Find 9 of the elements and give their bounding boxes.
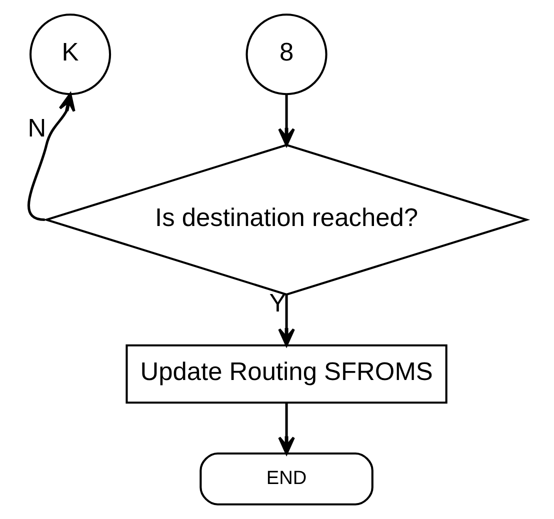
arrow xyxy=(278,94,295,146)
node-circle: K xyxy=(30,14,112,96)
node-circle: 8 xyxy=(246,14,328,96)
arrow xyxy=(278,402,295,455)
arrow xyxy=(278,294,295,346)
node-box: Update Routing SFROMS xyxy=(126,344,448,404)
edge-label: N xyxy=(28,114,46,143)
node-box: END xyxy=(200,452,374,506)
arrow xyxy=(28,92,76,221)
